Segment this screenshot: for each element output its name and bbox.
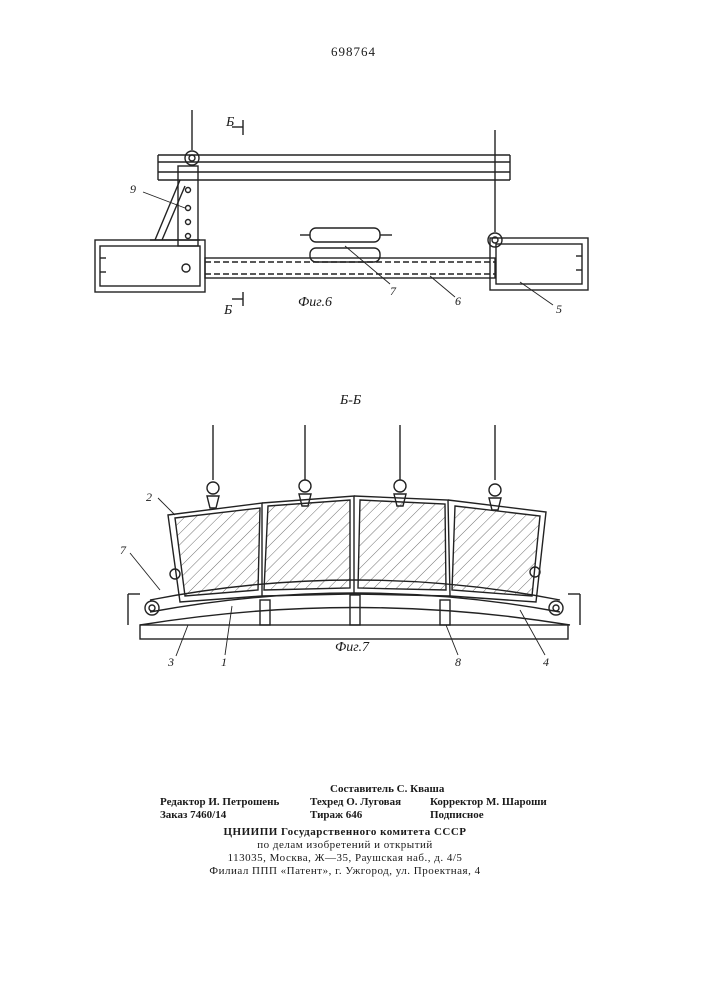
callout-2: 2 — [146, 490, 152, 505]
organization: ЦНИИПИ Государственного комитета СССР — [180, 826, 510, 839]
callout-3: 3 — [168, 655, 174, 670]
compiler: Составитель С. Кваша — [330, 783, 450, 796]
print-run: Тираж 646 — [310, 809, 430, 822]
figure-7-drawing — [0, 0, 707, 700]
callout-8: 8 — [455, 655, 461, 670]
branch: Филиал ППП «Патент», г. Ужгород, ул. Про… — [180, 865, 510, 878]
order-number: Заказ 7460/14 — [160, 809, 310, 822]
callout-1: 1 — [221, 655, 227, 670]
corrector: Корректор М. Шароши — [430, 796, 547, 809]
colophon-row-1: Составитель С. Кваша — [180, 783, 580, 796]
colophon-r1-c1 — [180, 783, 330, 796]
colophon: Составитель С. Кваша Редактор И. Петроше… — [180, 783, 580, 878]
technical-editor: Техред О. Луговая — [310, 796, 430, 809]
colophon-row-2: Редактор И. Петрошень Техред О. Луговая … — [160, 796, 580, 809]
subscription: Подписное — [430, 809, 484, 822]
callout-4: 4 — [543, 655, 549, 670]
editor: Редактор И. Петрошень — [160, 796, 310, 809]
colophon-row-3: Заказ 7460/14 Тираж 646 Подписное — [160, 809, 580, 822]
callout-7b: 7 — [120, 543, 126, 558]
figure-7-label: Фиг.7 — [335, 640, 369, 656]
address: 113035, Москва, Ж—35, Раушская наб., д. … — [180, 852, 510, 865]
organization-sub: по делам изобретений и открытий — [180, 839, 510, 852]
